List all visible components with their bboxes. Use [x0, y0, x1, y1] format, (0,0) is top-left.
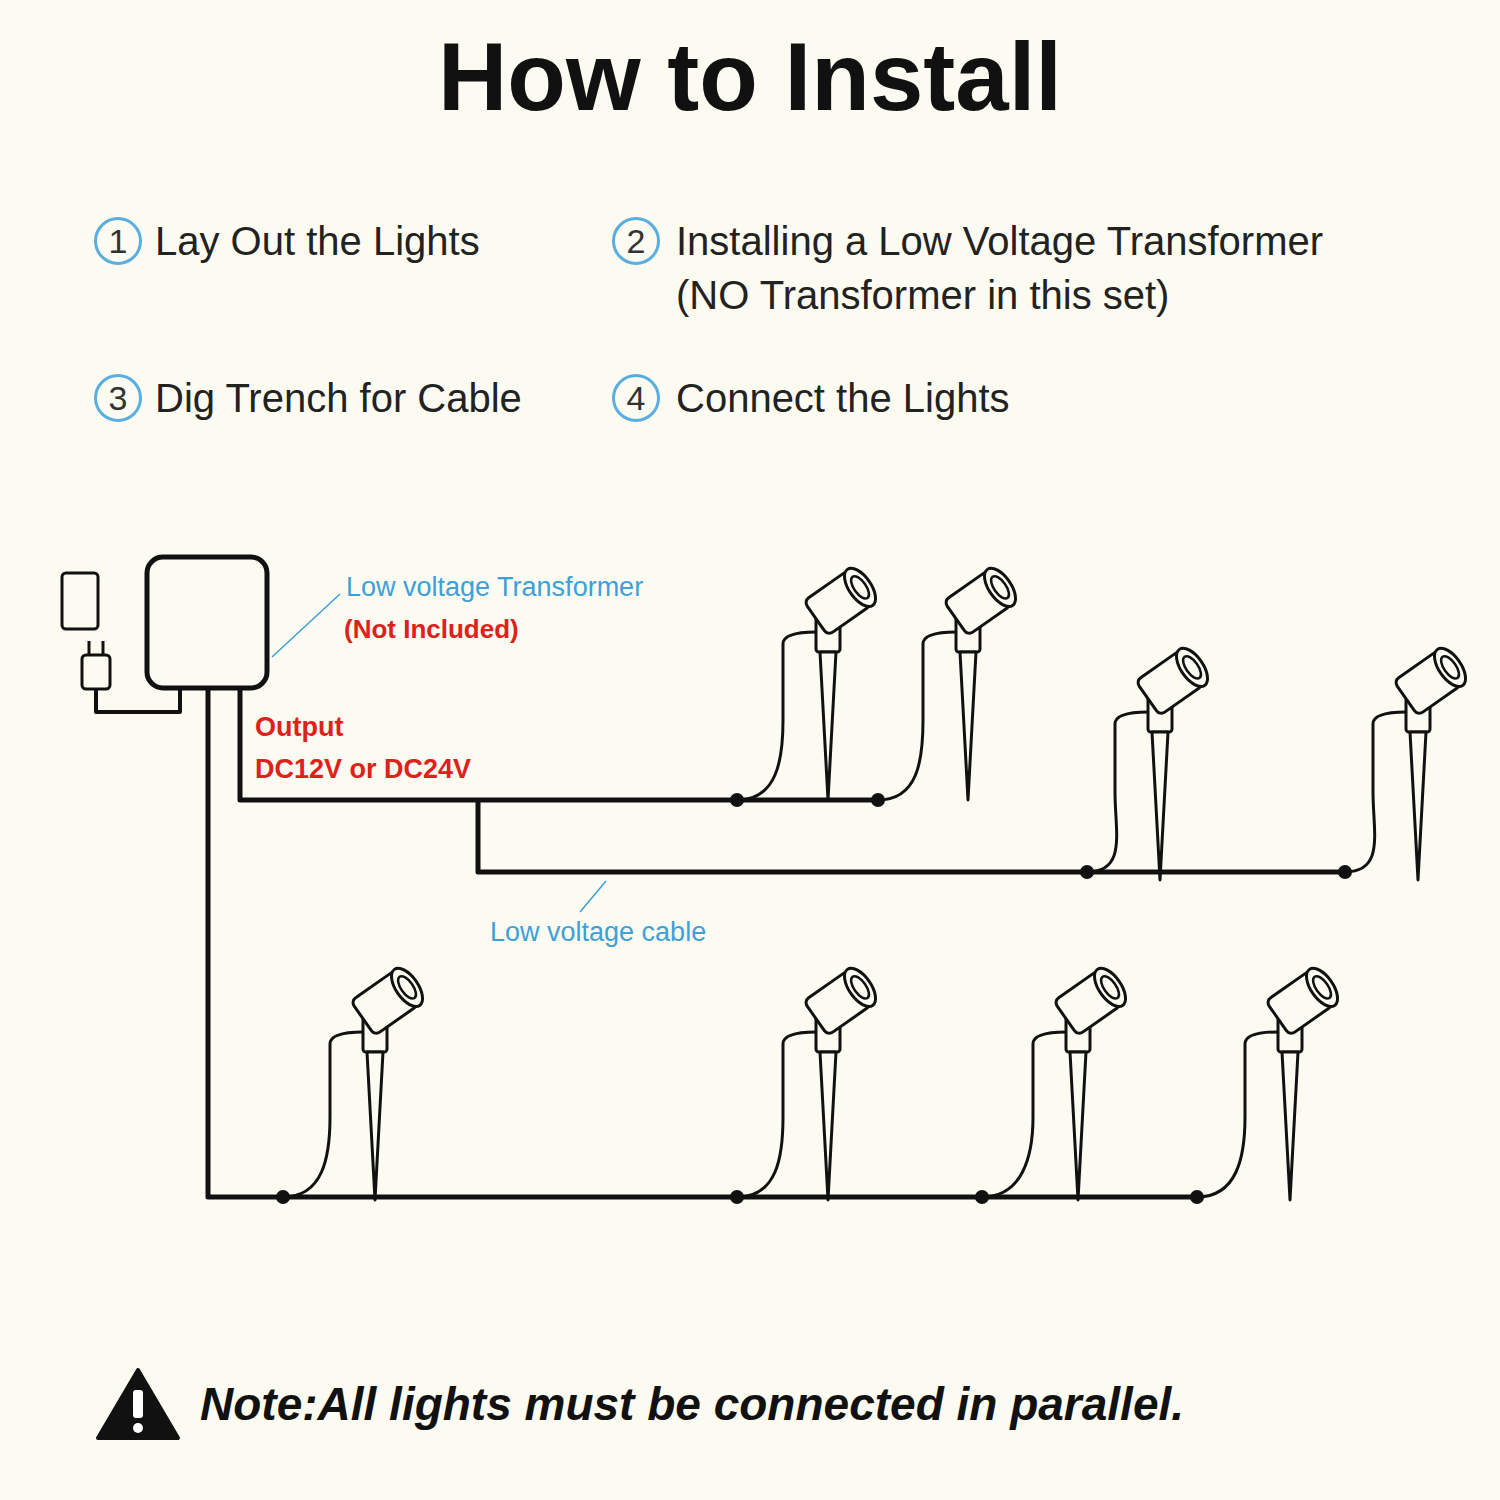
step-number-circle: 3 [94, 374, 142, 422]
spotlight [730, 563, 882, 807]
step-number-circle: 4 [612, 374, 660, 422]
light-cord [1197, 1032, 1278, 1197]
step-text: Connect the Lights [676, 375, 1010, 421]
junction-dot [730, 793, 744, 807]
ground-spike [1070, 1052, 1086, 1200]
junction-dot [1338, 865, 1352, 879]
spotlight [1190, 963, 1344, 1204]
spotlight [1080, 643, 1214, 880]
light-cord [737, 632, 816, 800]
step-number: 4 [627, 381, 646, 415]
step-number: 2 [627, 224, 646, 258]
output-label: Output [255, 712, 343, 743]
step-number-circle: 1 [94, 217, 142, 265]
wall-outlet [62, 573, 98, 629]
light-cord [982, 1032, 1066, 1197]
light-cord [1087, 712, 1148, 872]
ground-spike [1152, 732, 1168, 880]
light-head [350, 963, 428, 1036]
warning-icon [98, 1370, 178, 1438]
light-head [943, 563, 1021, 636]
light-cord [878, 632, 956, 800]
step-number-circle: 2 [612, 217, 660, 265]
light-cord [1345, 712, 1406, 872]
junction-dot [1190, 1190, 1204, 1204]
light-head [803, 963, 881, 1036]
step-number: 3 [109, 381, 128, 415]
light-head [1393, 643, 1471, 716]
light-head [803, 563, 881, 636]
spotlight [975, 963, 1132, 1204]
junction-dot [1080, 865, 1094, 879]
low-voltage-cable [240, 688, 1345, 872]
part-label: Low voltage Transformer [346, 572, 643, 603]
part-label: Low voltage cable [490, 917, 706, 948]
spotlight [1338, 643, 1472, 880]
power-plug [82, 655, 110, 689]
light-cord [283, 1032, 363, 1197]
ground-spike [1282, 1052, 1298, 1200]
light-head [1265, 963, 1343, 1036]
spotlight [871, 563, 1022, 807]
step-note: (NO Transformer in this set) [676, 272, 1169, 318]
junction-dot [276, 1190, 290, 1204]
spotlight [276, 963, 429, 1204]
junction-dot [730, 1190, 744, 1204]
voltage-label: DC12V or DC24V [255, 754, 471, 785]
plug-prongs [89, 641, 103, 655]
part-note: (Not Included) [344, 615, 519, 645]
ground-spike [1410, 732, 1426, 880]
ground-spike [820, 652, 836, 800]
light-head [1053, 963, 1131, 1036]
warning-note: Note:All lights must be connected in par… [200, 1378, 1184, 1431]
ground-spike [960, 652, 976, 800]
light-cord [737, 1032, 816, 1197]
transformer-box [147, 557, 267, 688]
leader-line [272, 594, 340, 657]
power-cord [96, 688, 180, 712]
leader-line [580, 881, 606, 912]
junction-dot [975, 1190, 989, 1204]
step-text: Dig Trench for Cable [155, 375, 522, 421]
ground-spike [367, 1052, 383, 1200]
light-head [1135, 643, 1213, 716]
low-voltage-cable [208, 688, 1197, 1197]
step-text: Lay Out the Lights [155, 218, 480, 264]
spotlight [730, 963, 882, 1204]
ground-spike [820, 1052, 836, 1200]
step-number: 1 [109, 224, 128, 258]
page-title: How to Install [0, 22, 1500, 132]
step-text: Installing a Low Voltage Transformer [676, 218, 1323, 264]
junction-dot [871, 793, 885, 807]
